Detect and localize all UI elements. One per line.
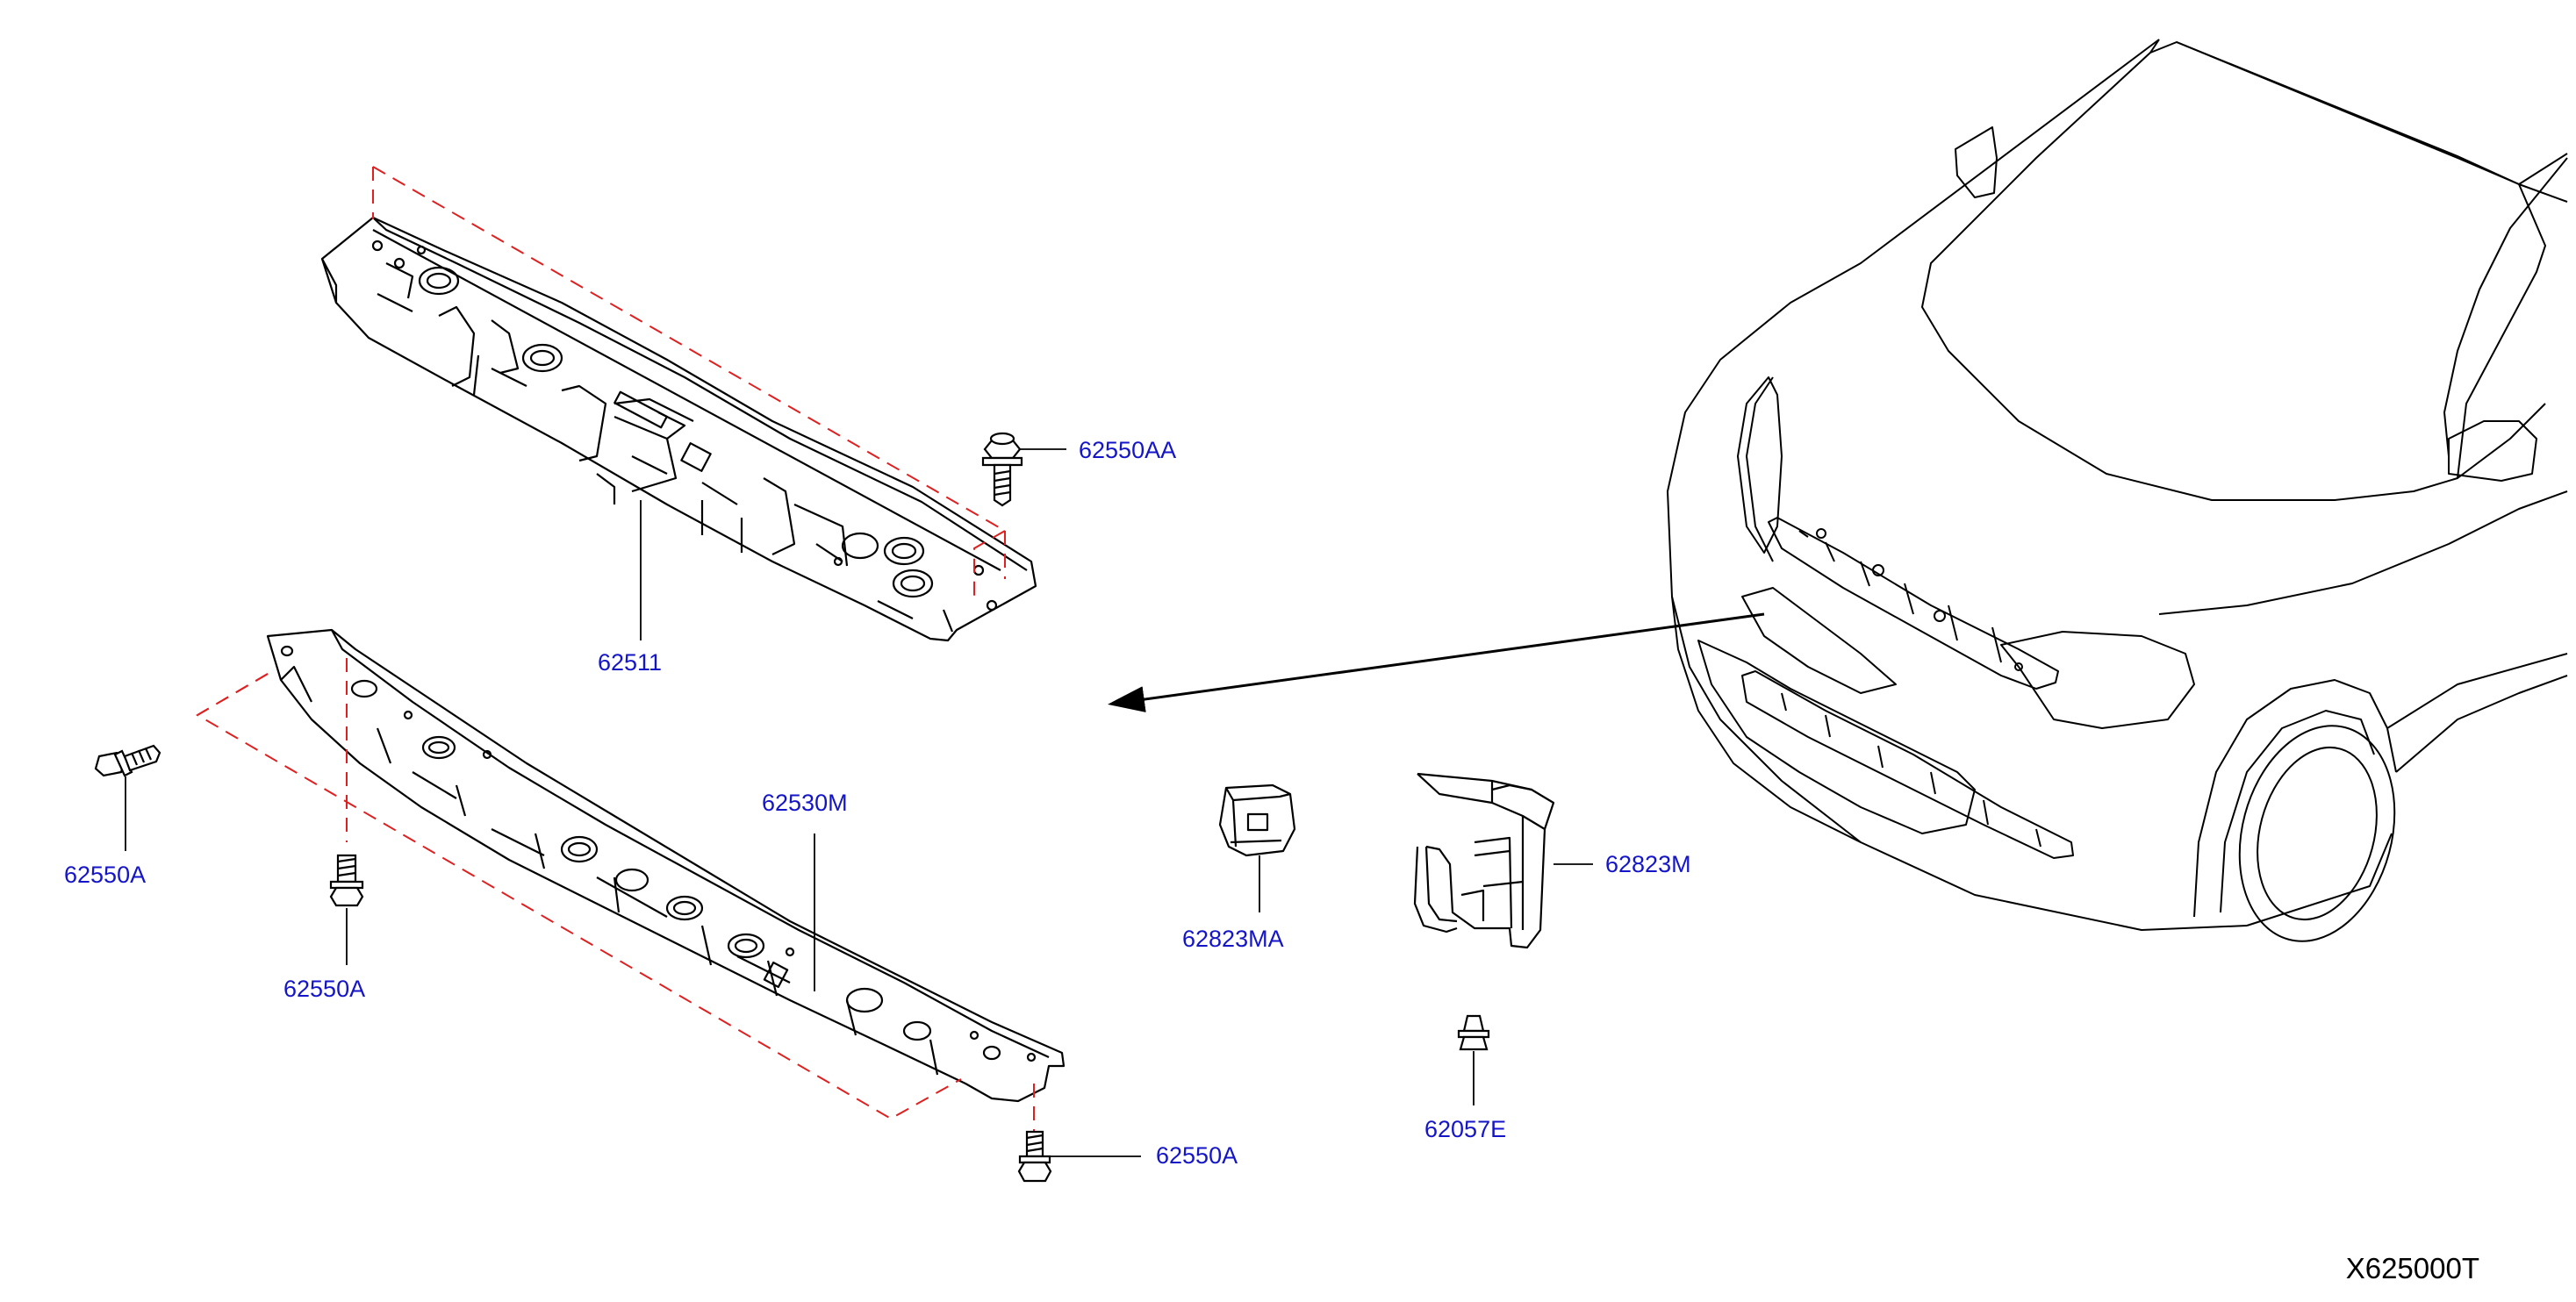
- callout-62057E[interactable]: 62057E: [1424, 1116, 1507, 1142]
- bolt-62550AA[interactable]: [981, 432, 1023, 507]
- callout-62823M[interactable]: 62823M: [1605, 851, 1691, 877]
- bolt-62550A-bottom[interactable]: [1017, 1130, 1052, 1183]
- lower-core-support-part[interactable]: [266, 628, 1066, 1103]
- callout-62550A-mid[interactable]: 62550A: [283, 976, 366, 1002]
- assembly-dashed-lines: [196, 166, 1035, 1136]
- leader-lines: [125, 448, 1593, 1157]
- callout-62530M[interactable]: 62530M: [762, 790, 848, 816]
- callout-62511[interactable]: 62511: [598, 649, 663, 676]
- air-guide-62823M[interactable]: [1413, 772, 1555, 949]
- diagram-code: X625000T: [2345, 1252, 2479, 1284]
- location-arrow: [1108, 612, 1765, 712]
- upper-core-support-part[interactable]: [320, 216, 1037, 642]
- callout-62550AA[interactable]: 62550AA: [1079, 437, 1177, 463]
- bolt-62550A-left[interactable]: [94, 744, 161, 777]
- callout-62550A-left[interactable]: 62550A: [64, 862, 147, 888]
- callout-62550A-bottom[interactable]: 62550A: [1156, 1142, 1238, 1169]
- clip-62057E[interactable]: [1457, 1014, 1490, 1051]
- vehicle-outline: [1667, 39, 2568, 942]
- callout-62823MA[interactable]: 62823MA: [1182, 926, 1284, 952]
- bracket-62823MA[interactable]: [1218, 783, 1296, 857]
- bolt-62550A-mid[interactable]: [329, 854, 364, 907]
